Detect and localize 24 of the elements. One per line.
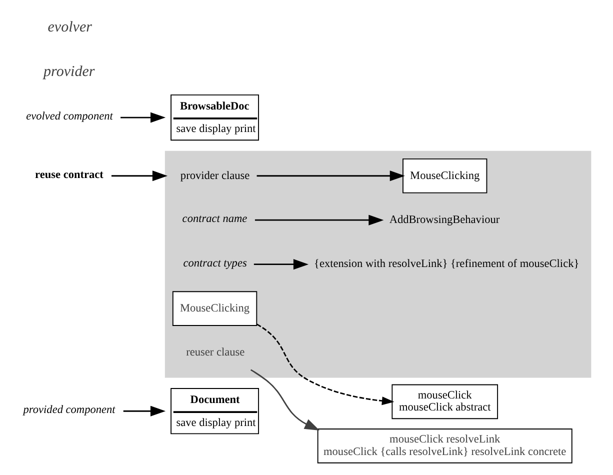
cluster	[164, 150, 591, 378]
node-text: reuser clause	[186, 346, 244, 359]
node-text: contract name	[182, 213, 247, 226]
node-box: mouseClick mouseClick abstract	[391, 384, 498, 420]
label: provider	[43, 64, 94, 80]
arrow	[254, 214, 384, 226]
node-box: MouseClicking	[402, 158, 487, 194]
arrow	[110, 170, 168, 182]
node-box: MouseClicking	[172, 291, 257, 326]
node-text: AddBrowsingBehaviour	[388, 214, 500, 226]
node-text: provided component	[22, 404, 115, 416]
arrow	[256, 170, 404, 182]
arrow	[122, 406, 166, 416]
node-box: mouseClick resolveLink mouseClick {calls resolveLink} resolveLink concrete	[316, 428, 572, 464]
label: evolver	[47, 20, 92, 36]
node-text: {extension with resolveLink} {refinement of mouseClick}	[314, 258, 579, 270]
arrow	[250, 369, 320, 431]
node-text: evolved component	[26, 110, 112, 122]
node-text: provider clause	[180, 170, 250, 182]
arrow	[253, 259, 308, 270]
node-text: reuse contract	[34, 168, 103, 181]
arrow	[120, 112, 166, 123]
arrow	[256, 324, 394, 406]
node-text: contract types	[182, 257, 246, 270]
